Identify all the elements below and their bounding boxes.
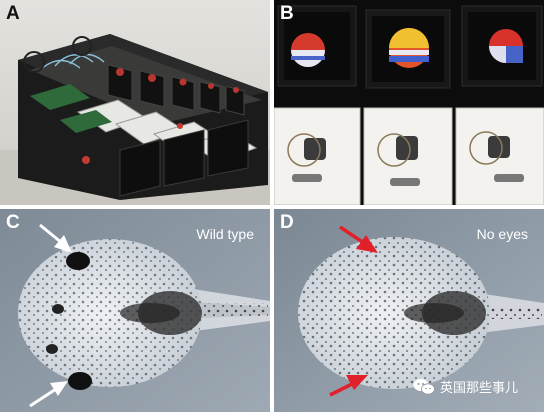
stimulus-photo-illustration (274, 0, 544, 205)
watermark-text: 英国那些事儿 (439, 381, 518, 396)
watermark: 英国那些事儿 (413, 377, 518, 396)
eye-arrows-no-eyes (329, 225, 378, 397)
caption-wild-type: Wild type (196, 226, 254, 242)
eye-arrows-wild-type (29, 223, 72, 408)
panel-label-d: D (280, 212, 294, 233)
arrow-bottom-red (329, 375, 368, 397)
rig-photo-illustration (0, 0, 270, 205)
arrow-top (39, 223, 72, 253)
arrow-bottom (29, 381, 68, 408)
panel-d-no-eyes-tadpole: D No eyes 英国那些事儿 (274, 209, 544, 412)
panel-b-stimulus-photo: B (274, 0, 544, 205)
arrow-top-red (339, 225, 378, 253)
caption-no-eyes: No eyes (476, 226, 528, 242)
panel-label-a: A (6, 3, 20, 24)
panel-a-rig-photo: A (0, 0, 270, 205)
panel-label-b: B (280, 3, 294, 24)
no-eyes-tadpole-image (274, 209, 544, 412)
panel-c-wild-type-tadpole: C Wild type (0, 209, 270, 412)
panel-label-c: C (6, 212, 20, 233)
stimulus-discs (291, 28, 523, 68)
wechat-icon (413, 378, 435, 396)
wild-type-tadpole-image (0, 209, 270, 412)
